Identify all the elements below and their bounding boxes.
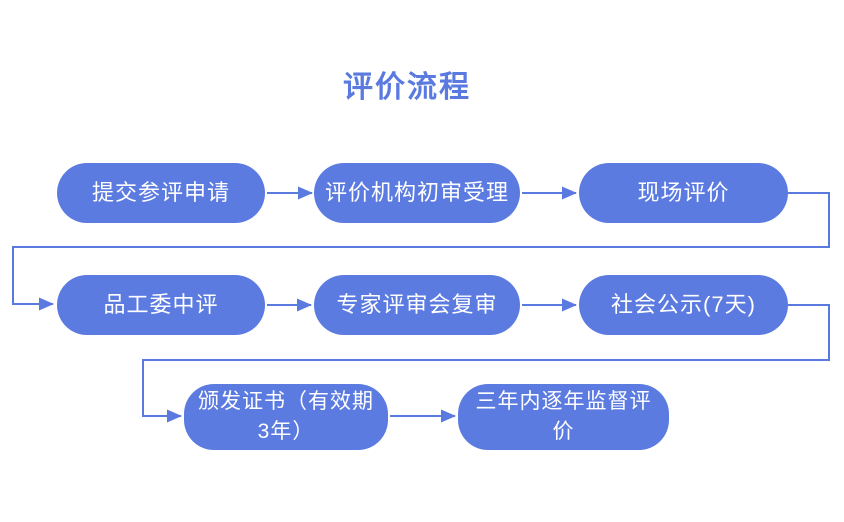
flow-node-label: 社会公示(7天) bbox=[611, 292, 756, 317]
flow-node-label: 颁发证书（有效期3年） bbox=[198, 390, 374, 443]
flow-node-committee-mid-review: 品工委中评 bbox=[57, 275, 265, 335]
connector-3-4-wrap bbox=[12, 192, 830, 311]
flow-node-label: 提交参评申请 bbox=[91, 180, 230, 205]
flow-node-onsite-evaluation: 现场评价 bbox=[579, 163, 788, 223]
page-title: 评价流程 bbox=[343, 71, 471, 104]
flow-node-expert-panel-review: 专家评审会复审 bbox=[314, 275, 520, 335]
flow-node-label: 现场评价 bbox=[637, 180, 730, 205]
connector-6-7-wrap bbox=[142, 304, 830, 423]
flow-node-submit-application: 提交参评申请 bbox=[57, 163, 265, 223]
flow-node-label: 品工委中评 bbox=[103, 292, 219, 317]
flow-node-public-notice: 社会公示(7天) bbox=[579, 275, 788, 335]
flow-node-label: 专家评审会复审 bbox=[336, 292, 498, 317]
flow-node-label: 评价机构初审受理 bbox=[324, 180, 509, 205]
flow-node-agency-initial-review: 评价机构初审受理 bbox=[314, 163, 520, 223]
flow-node-label: 三年内逐年监督评价 bbox=[475, 390, 652, 443]
flow-node-annual-supervision: 三年内逐年监督评价 bbox=[458, 384, 669, 450]
flow-node-issue-certificate: 颁发证书（有效期3年） bbox=[184, 384, 388, 450]
